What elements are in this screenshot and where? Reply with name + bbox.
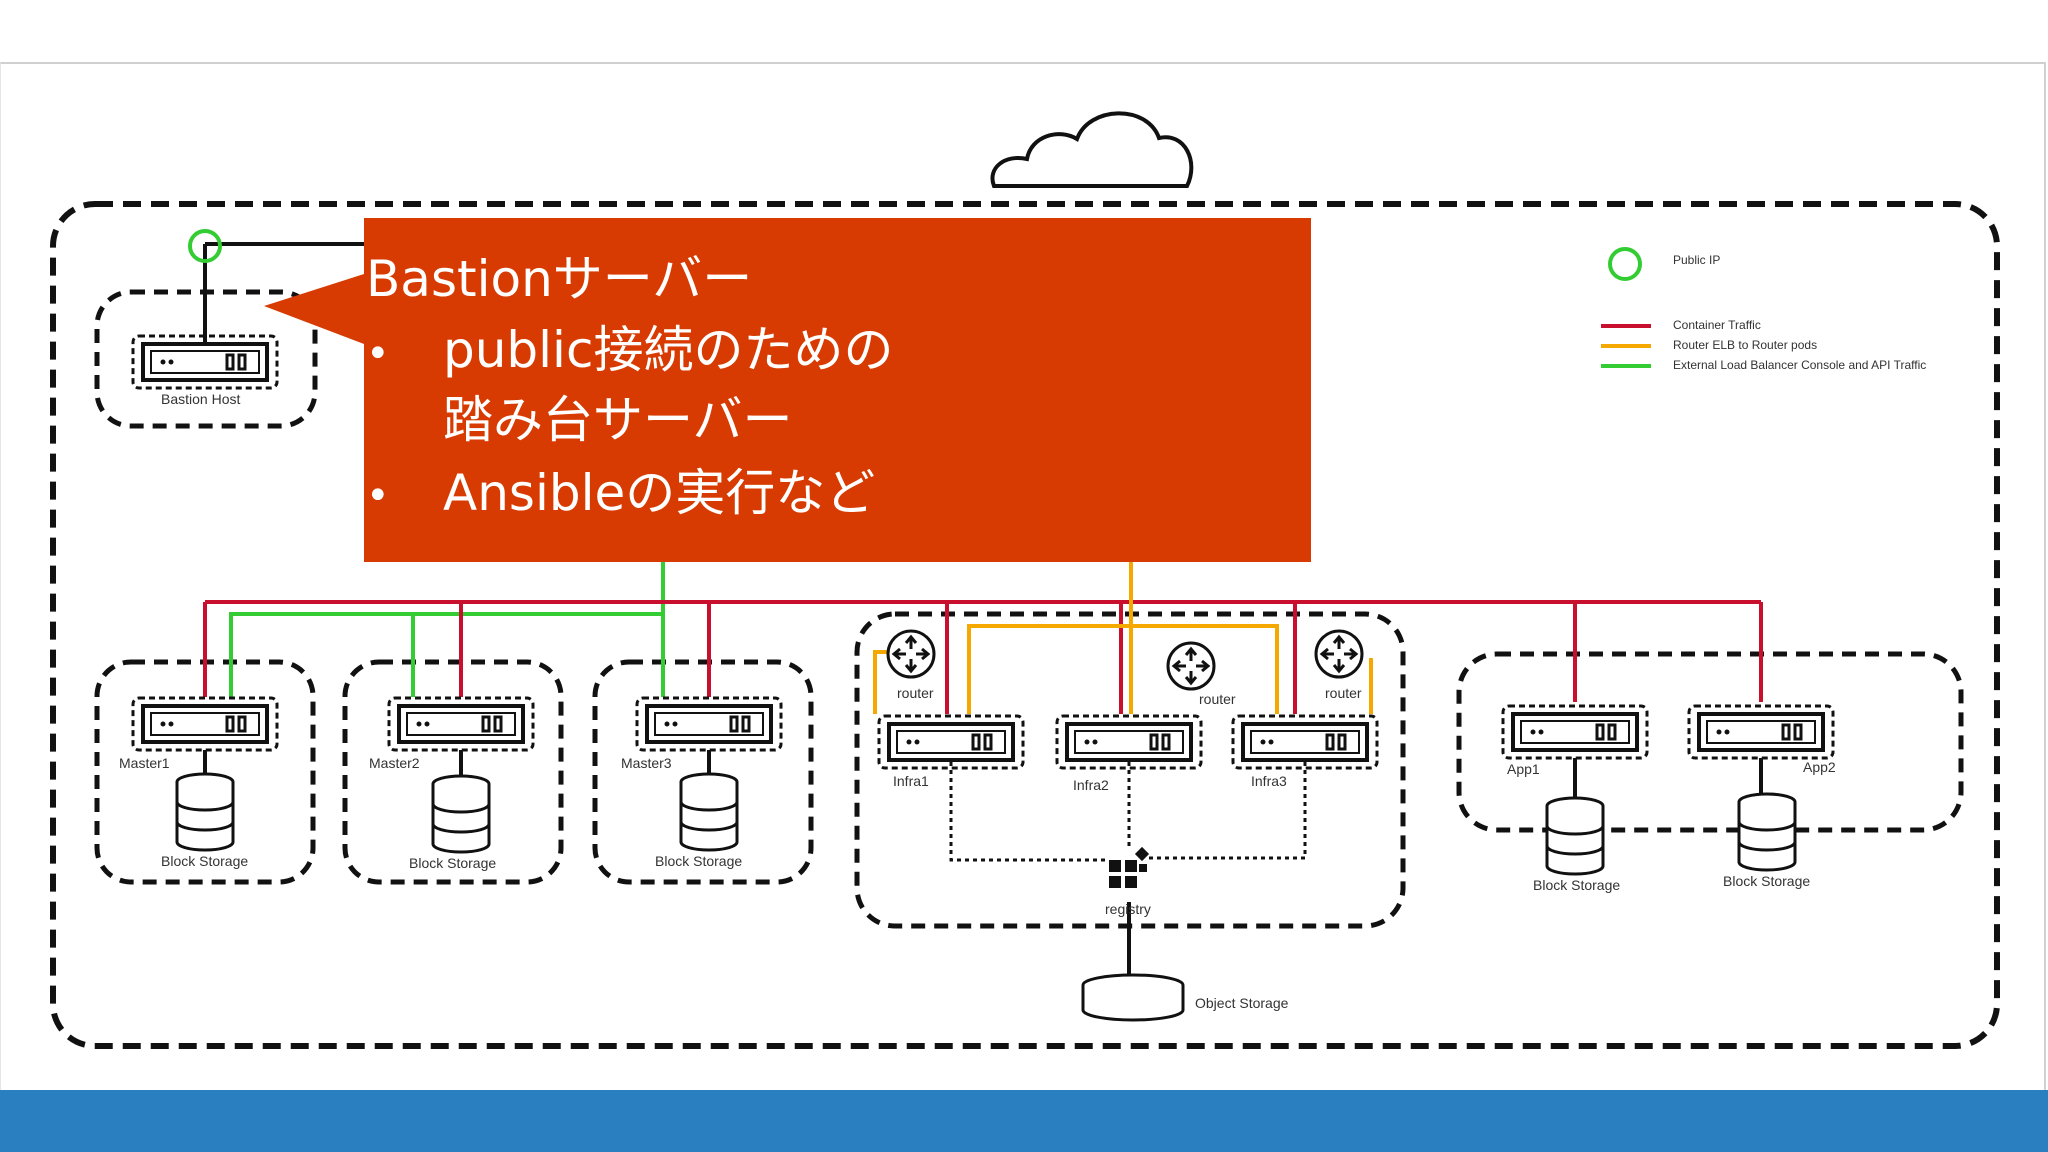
block-storage-label: Block Storage	[1533, 877, 1620, 893]
app1-label: App1	[1507, 761, 1540, 777]
router-label: router	[897, 685, 934, 701]
block-storage-label: Block Storage	[409, 855, 496, 871]
legend: Public IP Container Traffic Router ELB t…	[1601, 247, 1926, 372]
master3-label: Master3	[621, 755, 672, 771]
master3-group	[592, 659, 814, 885]
registry-icon	[1109, 846, 1150, 888]
callout-title: Bastionサーバー	[366, 250, 753, 308]
object-storage-label: Object Storage	[1195, 995, 1289, 1011]
callout-bullet-marker: •	[366, 331, 390, 377]
master1-label: Master1	[119, 755, 170, 771]
bastion-callout	[364, 218, 1311, 562]
callout-bullet-text: 踏み台サーバー	[443, 391, 793, 449]
legend-public-ip: Public IP	[1673, 253, 1720, 267]
cloud-icon	[989, 111, 1194, 188]
callout-bullet-text: Ansibleの実行など	[443, 464, 876, 522]
app-group	[1456, 651, 1964, 833]
infra2-label: Infra2	[1073, 777, 1109, 793]
bastion-public-ip-icon	[188, 229, 222, 263]
public-ip-icon	[1608, 247, 1642, 281]
callout-bullet-text: public接続のための	[443, 321, 894, 379]
block-storage-label: Block Storage	[655, 853, 742, 869]
router-label: router	[1325, 685, 1362, 701]
object-storage-icon	[1081, 973, 1185, 1022]
infra3-label: Infra3	[1251, 773, 1287, 789]
legend-container-traffic: Container Traffic	[1673, 318, 1761, 332]
callout-bullet-marker: •	[366, 473, 390, 519]
block-storage-label: Block Storage	[1723, 873, 1810, 889]
cloud-boundary	[50, 201, 2000, 1049]
router-label: router	[1199, 691, 1236, 707]
infra1-label: Infra1	[893, 773, 929, 789]
app2-label: App2	[1803, 759, 1836, 775]
master2-label: Master2	[369, 755, 420, 771]
registry-label: registry	[1105, 901, 1151, 917]
block-storage-label: Block Storage	[161, 853, 248, 869]
footer-bar	[0, 1090, 2048, 1152]
master2-group	[342, 659, 564, 885]
architecture-diagram: Public IP Container Traffic Router ELB t…	[50, 111, 2000, 1049]
legend-router-elb: Router ELB to Router pods	[1673, 338, 1817, 352]
bastion-label: Bastion Host	[161, 391, 240, 407]
legend-external-lb: External Load Balancer Console and API T…	[1673, 358, 1926, 372]
